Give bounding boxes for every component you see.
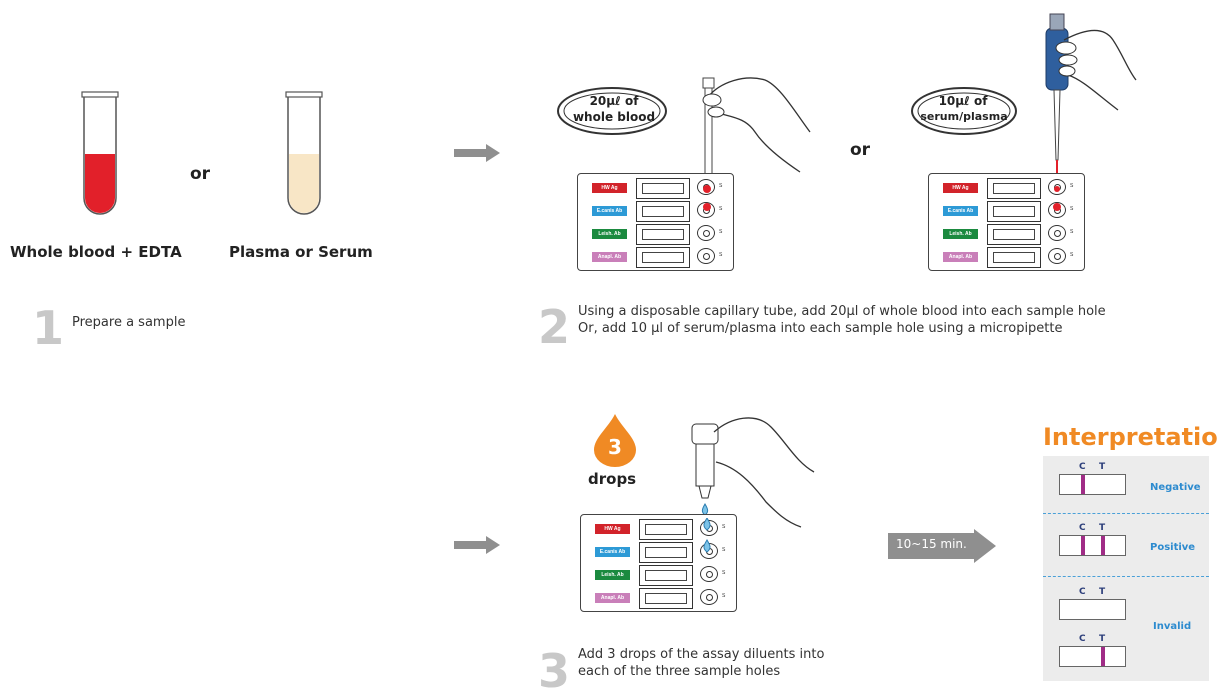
strip-invalid-1	[1059, 599, 1126, 620]
timer-label: 10~15 min.	[896, 537, 967, 551]
kit-tag: Leish. Ab	[592, 229, 627, 239]
label-t: T	[1099, 462, 1106, 472]
step2-text-line2: Or, add 10 µl of serum/plasma into each …	[578, 321, 1063, 336]
kit-tag: E.canis Ab	[943, 206, 978, 216]
orange-drop-icon	[594, 414, 636, 467]
volume-bubble-left	[557, 87, 667, 135]
kit-tag: E.canis Ab	[595, 547, 630, 557]
kit-tag: Leish. Ab	[595, 570, 630, 580]
step3-text-line2: each of the three sample holes	[578, 664, 781, 679]
or-label-step2: or	[850, 140, 871, 160]
tube1-label: Whole blood + EDTA	[10, 243, 182, 261]
label-c: C	[1079, 462, 1086, 472]
drops-label: drops	[588, 470, 637, 488]
or-label-step1: or	[190, 164, 211, 184]
blood-drop-icon	[703, 185, 711, 211]
drop-count: 3	[608, 435, 622, 459]
arrow-right-icon	[454, 536, 500, 554]
tube2-label: Plasma or Serum	[229, 243, 373, 261]
blood-tube-icon	[81, 91, 119, 215]
blood-drop-icon	[1053, 186, 1061, 211]
arrow-right-icon	[454, 144, 500, 162]
step2-text-line1: Using a disposable capillary tube, add 2…	[578, 304, 1106, 319]
kit-tag: HW Ag	[595, 524, 630, 534]
step3-number: 3	[538, 644, 571, 698]
label-t: T	[1099, 634, 1106, 644]
label-t: T	[1099, 523, 1106, 533]
step1-number: 1	[32, 301, 65, 355]
bubble-right-line2: serum/plasma	[920, 110, 1008, 123]
diluent-drop-icon	[703, 518, 711, 553]
bubble-left-line2: whole blood	[572, 110, 656, 124]
capillary-hand-icon	[702, 77, 811, 191]
kit-tag: Anapl. Ab	[595, 593, 630, 603]
label-c: C	[1079, 523, 1086, 533]
label-c: C	[1079, 634, 1086, 644]
bubble-right-line1: 10µℓ of	[938, 94, 988, 108]
result-invalid: Invalid	[1153, 621, 1192, 632]
volume-bubble-right	[911, 87, 1017, 135]
result-positive: Positive	[1150, 542, 1196, 553]
step2-number: 2	[538, 300, 571, 354]
micropipette-icon	[1045, 13, 1137, 174]
kit-tag: HW Ag	[943, 183, 978, 193]
dropper-bottle-hand-icon	[691, 417, 815, 528]
kit-tag: E.canis Ab	[592, 206, 627, 216]
kit-tag: Leish. Ab	[943, 229, 978, 239]
bubble-left-line1: 20µℓ of	[589, 94, 639, 108]
kit-tag: Anapl. Ab	[592, 252, 627, 262]
strip-negative	[1059, 474, 1126, 495]
strip-invalid-2	[1059, 646, 1126, 667]
step3-text-line1: Add 3 drops of the assay diluents into	[578, 647, 825, 662]
kit-tag: HW Ag	[592, 183, 627, 193]
plasma-tube-icon	[285, 91, 323, 215]
timer-arrow-icon	[888, 529, 996, 563]
label-c: C	[1079, 587, 1086, 597]
result-negative: Negative	[1150, 482, 1201, 493]
kit-tag: Anapl. Ab	[943, 252, 978, 262]
interpretation-title: Interpretation	[1043, 423, 1217, 451]
strip-positive	[1059, 535, 1126, 556]
step1-text: Prepare a sample	[72, 315, 186, 330]
label-t: T	[1099, 587, 1106, 597]
